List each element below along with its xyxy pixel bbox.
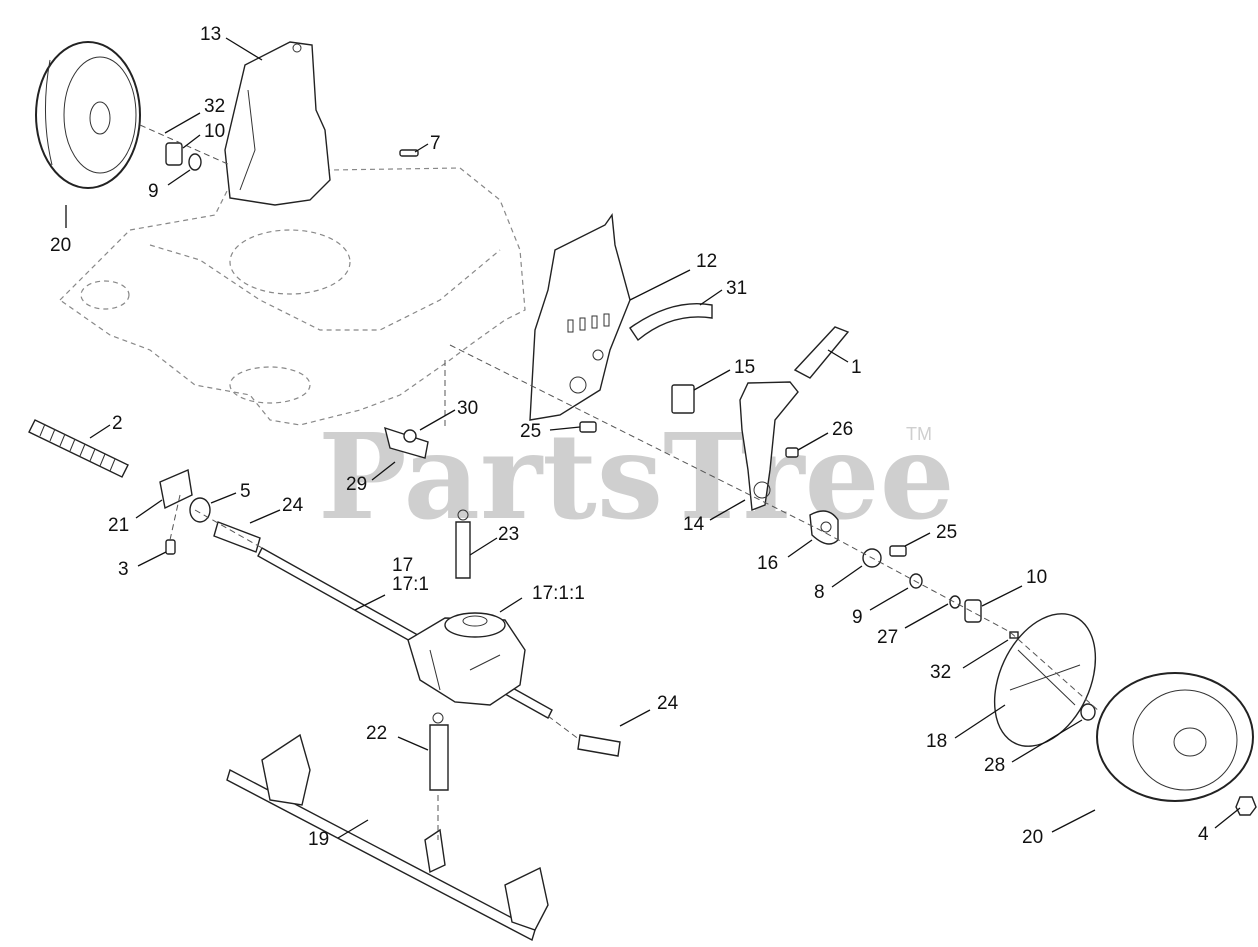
part-24-spring-right[interactable] bbox=[577, 734, 621, 757]
part-10-pinion-gear-front[interactable] bbox=[964, 599, 982, 623]
part-19-bail-rod[interactable] bbox=[226, 733, 549, 942]
callout-27: 27 bbox=[877, 627, 898, 648]
callout-14: 14 bbox=[683, 514, 705, 535]
part-26-bolt[interactable] bbox=[785, 447, 799, 458]
part-27-retaining-ring[interactable] bbox=[949, 595, 961, 609]
callout-17: 17 bbox=[392, 555, 413, 576]
callout-17-1: 17:1 bbox=[392, 574, 429, 595]
callout-21: 21 bbox=[108, 515, 129, 536]
callout-30: 30 bbox=[457, 398, 478, 419]
part-3-screw[interactable] bbox=[165, 539, 176, 555]
part-17-1-1-pulley[interactable] bbox=[444, 612, 506, 638]
callout-25b: 25 bbox=[936, 522, 957, 543]
callout-32: 32 bbox=[204, 96, 225, 117]
part-28-washer[interactable] bbox=[1080, 703, 1096, 721]
callout-23: 23 bbox=[498, 524, 519, 545]
part-22-extension-spring[interactable] bbox=[429, 712, 449, 791]
callout-13: 13 bbox=[200, 24, 221, 45]
callout-3: 3 bbox=[118, 559, 129, 580]
callout-7: 7 bbox=[430, 133, 441, 154]
callout-8: 8 bbox=[814, 582, 825, 603]
callout-31: 31 bbox=[726, 278, 747, 299]
part-12-height-plate[interactable] bbox=[529, 213, 631, 421]
part-5-bushing[interactable] bbox=[189, 497, 211, 523]
callout-20: 20 bbox=[50, 235, 71, 256]
callout-32b: 32 bbox=[930, 662, 951, 683]
part-20-front-wheel[interactable] bbox=[1096, 672, 1254, 802]
part-20-rear-wheel[interactable] bbox=[35, 41, 141, 189]
callout-24: 24 bbox=[282, 495, 304, 516]
callout-9: 9 bbox=[148, 181, 159, 202]
callout-9b: 9 bbox=[852, 607, 863, 628]
part-2-spring[interactable] bbox=[28, 419, 129, 478]
callout-12: 12 bbox=[696, 251, 717, 272]
part-25-bolt-plate[interactable] bbox=[579, 421, 597, 433]
callout-22: 22 bbox=[366, 723, 387, 744]
callout-10b: 10 bbox=[1026, 567, 1047, 588]
callout-24b: 24 bbox=[657, 693, 679, 714]
assembly-lines bbox=[139, 124, 1101, 840]
callout-19: 19 bbox=[308, 829, 329, 850]
part-7-pin[interactable] bbox=[399, 149, 419, 157]
callout-17-1-1: 17:1:1 bbox=[532, 583, 585, 604]
callout-18: 18 bbox=[926, 731, 947, 752]
part-24-spring-left[interactable] bbox=[213, 521, 261, 553]
callout-28: 28 bbox=[984, 755, 1005, 776]
callout-5: 5 bbox=[240, 481, 251, 502]
mower-deck-housing bbox=[59, 167, 526, 426]
watermark-trademark: TM bbox=[906, 424, 932, 444]
part-30-nut[interactable] bbox=[403, 429, 417, 443]
callout-26: 26 bbox=[832, 419, 853, 440]
callout-15: 15 bbox=[734, 357, 755, 378]
callout-29: 29 bbox=[346, 474, 367, 495]
watermark-brand: PartsTree bbox=[318, 407, 955, 546]
callout-4: 4 bbox=[1198, 824, 1209, 845]
part-1-adjust-handle[interactable] bbox=[793, 326, 850, 379]
leader-lines bbox=[65, 37, 1241, 839]
callout-2: 2 bbox=[112, 413, 123, 434]
callout-labels: 13 32 10 9 20 7 12 31 1 15 26 2 30 25 29… bbox=[50, 24, 1209, 850]
part-18-wheel-cover[interactable] bbox=[975, 598, 1116, 763]
part-9-washer-rear[interactable] bbox=[188, 153, 202, 171]
part-25-bolt-front[interactable] bbox=[889, 545, 907, 557]
part-15-clip[interactable] bbox=[671, 384, 695, 414]
part-10-pinion-gear-rear[interactable] bbox=[165, 142, 183, 166]
callout-20b: 20 bbox=[1022, 827, 1043, 848]
part-31-detent-strip[interactable] bbox=[629, 302, 713, 342]
callout-25: 25 bbox=[520, 421, 541, 442]
callout-1: 1 bbox=[851, 357, 862, 378]
part-4-nut[interactable] bbox=[1235, 796, 1257, 816]
part-13-rear-bracket[interactable] bbox=[224, 41, 331, 206]
part-21-bracket[interactable] bbox=[159, 469, 193, 510]
callout-10: 10 bbox=[204, 121, 225, 142]
part-14-adjust-lever[interactable] bbox=[739, 381, 799, 511]
part-23-extension-spring[interactable] bbox=[455, 509, 471, 579]
callout-16: 16 bbox=[757, 553, 778, 574]
